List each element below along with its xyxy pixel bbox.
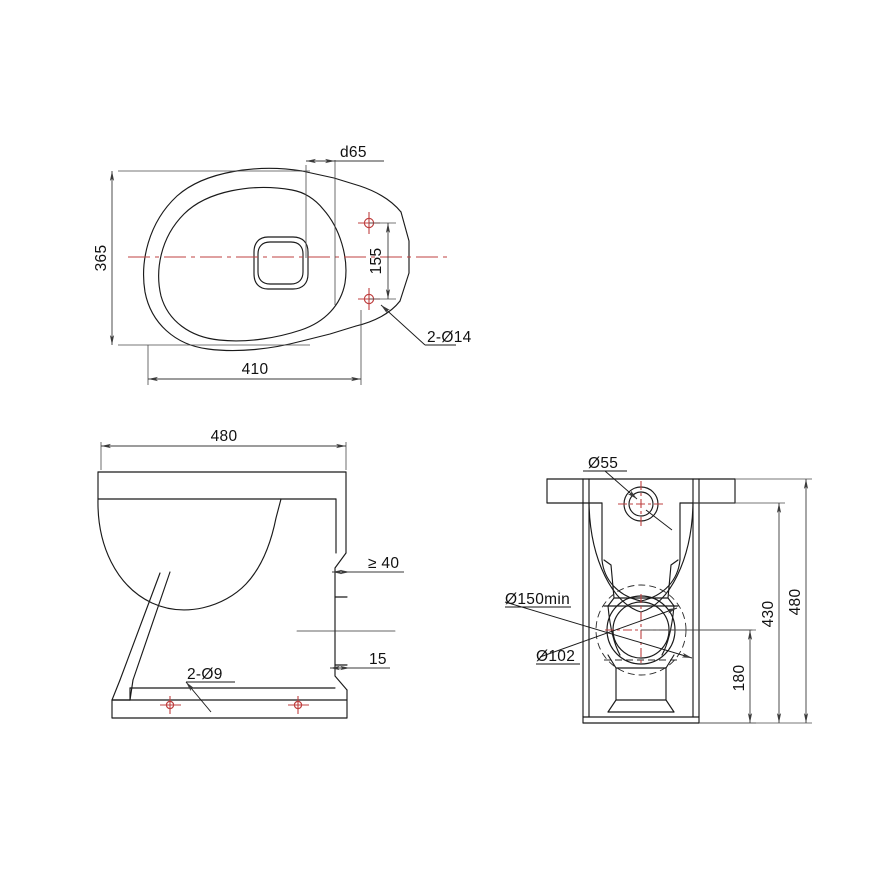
callout-dia55: Ø55 — [583, 455, 673, 531]
dimension-365-label: 365 — [93, 245, 110, 272]
side-view-group: 480 ≥ 40 15 2-Ø9 — [97, 428, 404, 719]
dimension-480-side: 480 — [100, 428, 347, 470]
callout-2-dia14: 2-Ø14 — [380, 304, 472, 346]
callout-dia102-label: Ø102 — [536, 648, 575, 665]
top-view-inner-rim — [158, 187, 347, 342]
dimension-180-label: 180 — [731, 665, 748, 692]
dimension-15-label: 15 — [369, 651, 387, 668]
callout-2-dia14-label: 2-Ø14 — [427, 329, 472, 346]
side-view-top-rim — [97, 471, 347, 500]
dimension-480-rear: 480 — [699, 478, 812, 724]
dimension-410-label: 410 — [242, 361, 269, 378]
side-view-step-lines — [296, 596, 396, 666]
dimension-480-side-label: 480 — [211, 428, 238, 445]
dimension-d65: d65 — [305, 144, 384, 305]
callout-dia150min: Ø150min — [504, 591, 693, 659]
dimension-410: 410 — [147, 310, 362, 385]
side-view-floor-hole-right — [288, 696, 309, 714]
callout-2-dia9-label: 2-Ø9 — [187, 666, 223, 683]
rear-view-group: Ø55 Ø150min Ø102 180 430 — [504, 455, 812, 724]
dimension-155: 155 — [368, 222, 396, 300]
rear-view-inlet-circles — [618, 481, 664, 527]
top-view-group: 365 410 d65 155 2-Ø14 — [93, 144, 472, 385]
side-view-bowl — [97, 498, 282, 611]
side-view-floor-hole-left — [160, 696, 181, 714]
callout-dia55-label: Ø55 — [588, 455, 618, 472]
side-view-back-column — [334, 471, 348, 691]
side-view-base-plinth — [111, 687, 348, 719]
dimension-430: 430 — [693, 502, 785, 723]
rear-view-body-outline — [582, 478, 700, 724]
callout-dia150min-label: Ø150min — [505, 591, 570, 608]
callout-2-dia9: 2-Ø9 — [185, 666, 235, 713]
dimension-430-label: 430 — [760, 601, 777, 628]
callout-dia102: Ø102 — [536, 607, 678, 665]
dimension-480-rear-label: 480 — [787, 589, 804, 616]
dimension-155-label: 155 — [368, 248, 385, 275]
dimension-d65-label: d65 — [340, 144, 367, 161]
dimension-365: 365 — [93, 170, 310, 346]
rear-view-lower-skirt — [604, 654, 678, 713]
top-view-trap-opening — [253, 236, 309, 290]
dimension-min40: ≥ 40 — [332, 555, 404, 575]
dimension-min40-label: ≥ 40 — [368, 555, 399, 572]
dimension-15: 15 — [330, 651, 390, 671]
side-view-pedestal-leg — [111, 571, 171, 701]
